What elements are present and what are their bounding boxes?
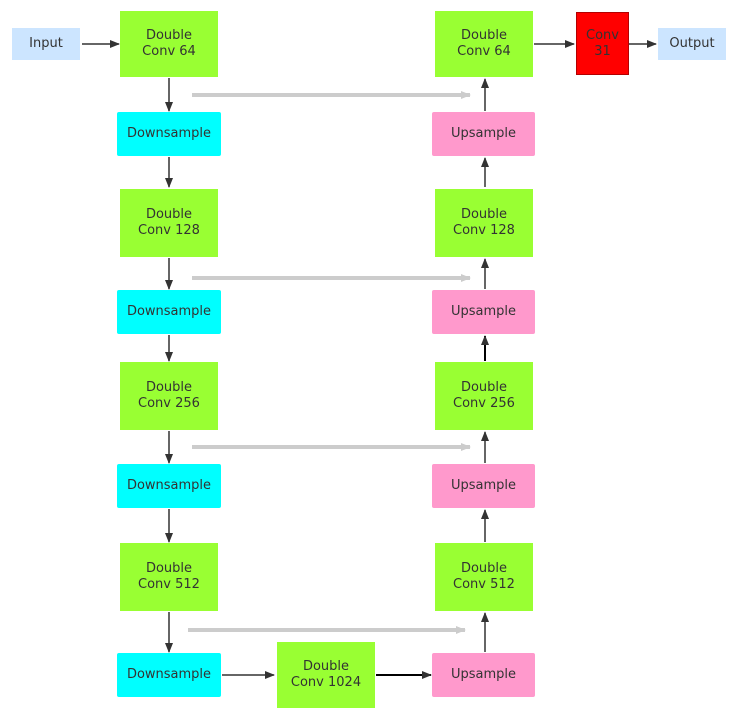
dec1-line2: Conv 64 (457, 44, 511, 59)
up3-label: Upsample (450, 478, 517, 493)
double-conv-64-encoder: Double Conv 64 (120, 11, 218, 77)
dec2-line1: Double (460, 207, 508, 222)
double-conv-256-decoder: Double Conv 256 (435, 362, 533, 430)
final-conv-line1: Conv (586, 27, 619, 43)
dec1-line1: Double (460, 28, 508, 43)
down3-label: Downsample (126, 478, 212, 493)
output-label: Output (669, 36, 715, 51)
enc1-line2: Conv 64 (142, 44, 196, 59)
down2-label: Downsample (126, 304, 212, 319)
upsample-4: Upsample (432, 653, 535, 697)
dec3-line1: Double (460, 380, 508, 395)
enc2-line1: Double (145, 207, 193, 222)
enc4-line2: Conv 512 (138, 577, 200, 592)
downsample-1: Downsample (117, 112, 221, 156)
double-conv-64-decoder: Double Conv 64 (435, 11, 533, 77)
input-node: Input (12, 28, 80, 60)
enc1-line1: Double (145, 28, 193, 43)
double-conv-1024-bottleneck: Double Conv 1024 (277, 642, 375, 708)
dec4-line1: Double (460, 561, 508, 576)
enc2-line2: Conv 128 (138, 223, 200, 238)
enc3-line1: Double (145, 380, 193, 395)
double-conv-128-encoder: Double Conv 128 (120, 189, 218, 257)
down4-label: Downsample (126, 667, 212, 682)
up4-label: Upsample (450, 667, 517, 682)
conv-31-final: Conv 31 (576, 12, 629, 75)
up1-label: Upsample (450, 126, 517, 141)
final-conv-line2: 31 (594, 43, 611, 59)
down1-label: Downsample (126, 126, 212, 141)
downsample-4: Downsample (117, 653, 221, 697)
bottleneck-line1: Double (302, 659, 350, 674)
double-conv-512-encoder: Double Conv 512 (120, 543, 218, 611)
double-conv-256-encoder: Double Conv 256 (120, 362, 218, 430)
up2-label: Upsample (450, 304, 517, 319)
enc3-line2: Conv 256 (138, 396, 200, 411)
dec3-line2: Conv 256 (453, 396, 515, 411)
input-label: Input (29, 36, 63, 51)
upsample-2: Upsample (432, 290, 535, 334)
downsample-3: Downsample (117, 464, 221, 508)
downsample-2: Downsample (117, 290, 221, 334)
double-conv-512-decoder: Double Conv 512 (435, 543, 533, 611)
upsample-3: Upsample (432, 464, 535, 508)
double-conv-128-decoder: Double Conv 128 (435, 189, 533, 257)
dec2-line2: Conv 128 (453, 223, 515, 238)
dec4-line2: Conv 512 (453, 577, 515, 592)
output-node: Output (658, 28, 726, 60)
upsample-1: Upsample (432, 112, 535, 156)
enc4-line1: Double (145, 561, 193, 576)
bottleneck-line2: Conv 1024 (290, 675, 362, 690)
